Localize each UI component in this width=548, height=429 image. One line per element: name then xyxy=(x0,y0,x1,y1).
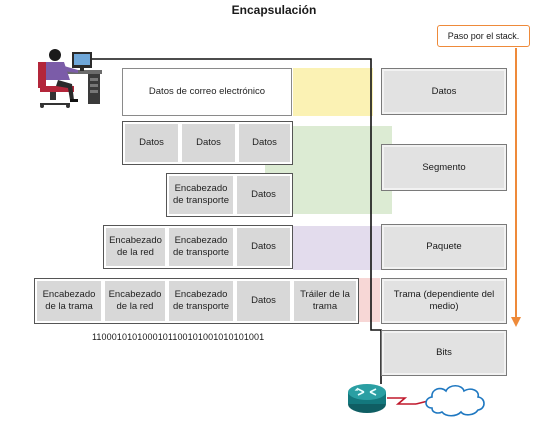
band-network xyxy=(293,226,381,270)
stack-callout: Paso por el stack. xyxy=(437,25,530,47)
data-r5-label: Datos xyxy=(251,295,276,306)
stack-arrow-head xyxy=(511,317,521,327)
network-header-r5-label: Encabezado de la red xyxy=(108,289,162,312)
frame-header-r5: Encabezado de la trama xyxy=(35,279,103,323)
band-application xyxy=(293,68,373,116)
layer-segmento: Segmento xyxy=(381,144,507,191)
transport-header-r5: Encabezado de transporte xyxy=(167,279,235,323)
band-datalink xyxy=(358,278,380,322)
email-data-box: Datos de correo electrónico xyxy=(122,68,292,116)
data-r4: Datos xyxy=(235,226,292,268)
email-data-label: Datos de correo electrónico xyxy=(148,86,266,97)
layer-paquete-label: Paquete xyxy=(426,241,462,252)
layer-bits: Bits xyxy=(381,330,507,376)
network-header-r5: Encabezado de la red xyxy=(103,279,167,323)
segment-data-1-label: Datos xyxy=(139,137,164,148)
segment-data-1: Datos xyxy=(123,122,180,164)
network-header-r4: Encabezado de la red xyxy=(104,226,167,268)
segment-data-2-label: Datos xyxy=(196,137,221,148)
layer-datos: Datos xyxy=(381,68,507,115)
frame-trailer-r5-label: Tráiler de la trama xyxy=(300,289,350,312)
frame-header-r5-label: Encabezado de la trama xyxy=(42,289,96,312)
layer-segmento-label: Segmento xyxy=(422,161,466,173)
data-r5: Datos xyxy=(235,279,292,323)
layer-bits-label: Bits xyxy=(436,347,452,358)
network-header-r4-label: Encabezado de la red xyxy=(109,235,162,258)
layer-trama-label: Trama (dependiente del medio) xyxy=(393,289,495,312)
page-title: Encapsulación xyxy=(231,3,317,17)
frame-trailer-r5: Tráiler de la trama xyxy=(292,279,358,323)
segment-data-2: Datos xyxy=(180,122,237,164)
transport-header-r3-label: Encabezado de transporte xyxy=(173,183,229,206)
transport-header-r5-label: Encabezado de transporte xyxy=(173,289,229,312)
transport-header-r4-label: Encabezado de transporte xyxy=(173,235,229,258)
data-r4-label: Datos xyxy=(251,241,276,252)
bitstream-text: 1100010101000101100101001010101001 xyxy=(92,332,265,342)
segment-data-3: Datos xyxy=(237,122,292,164)
data-r3: Datos xyxy=(235,174,292,216)
layer-trama: Trama (dependiente del medio) xyxy=(381,278,507,324)
segment-data-3-label: Datos xyxy=(252,137,277,148)
layer-paquete: Paquete xyxy=(381,224,507,270)
transport-header-r4: Encabezado de transporte xyxy=(167,226,235,268)
layer-datos-label: Datos xyxy=(431,85,457,97)
data-r3-label: Datos xyxy=(251,189,276,200)
transport-header-r3: Encabezado de transporte xyxy=(167,174,235,216)
